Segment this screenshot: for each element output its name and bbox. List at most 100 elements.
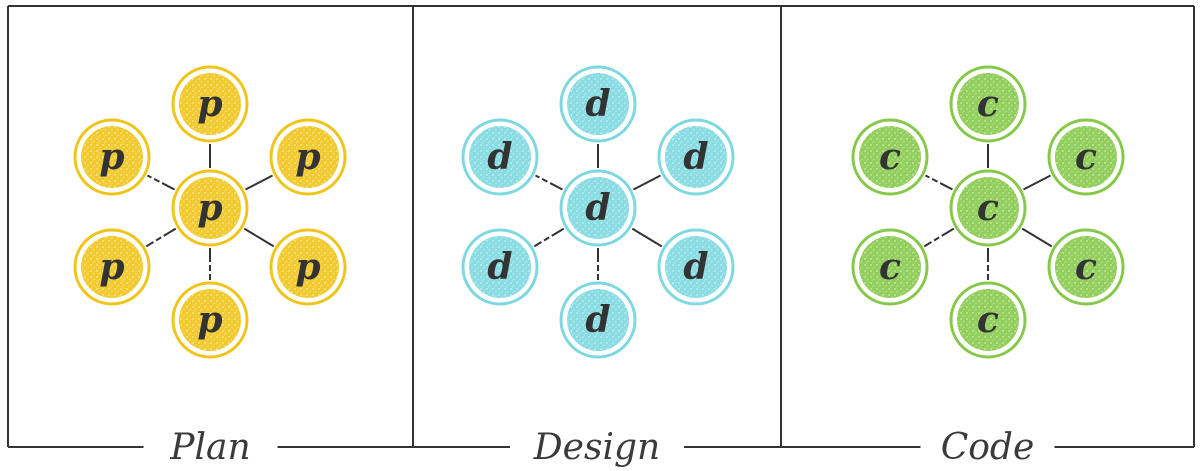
node-letter: p	[99, 136, 124, 178]
outer-node: c	[1047, 118, 1125, 196]
node-texture	[567, 177, 629, 239]
node-letter: d	[585, 187, 610, 229]
node-texture	[859, 236, 921, 298]
outer-node: p	[73, 118, 151, 196]
node-texture	[81, 126, 143, 188]
node-outer-ring	[171, 281, 249, 359]
node-letter: p	[295, 136, 320, 178]
panel-caption: Plan	[169, 427, 250, 468]
node-letter: d	[585, 83, 610, 125]
node-texture	[179, 177, 241, 239]
outer-node: c	[949, 281, 1027, 359]
node-texture	[469, 236, 531, 298]
node-texture	[567, 289, 629, 351]
connector-line	[633, 174, 661, 191]
node-outer-ring	[269, 118, 347, 196]
node-letter: c	[977, 187, 999, 229]
connector-line	[1021, 227, 1053, 248]
node-letter: p	[99, 246, 124, 288]
node-outer-ring	[73, 118, 151, 196]
outer-node: c	[1047, 228, 1125, 306]
node-letter: d	[585, 299, 610, 341]
node-outer-ring	[949, 281, 1027, 359]
outer-node: p	[269, 118, 347, 196]
node-texture	[859, 126, 921, 188]
node-texture	[179, 289, 241, 351]
node-outer-ring	[949, 65, 1027, 143]
node-texture	[665, 236, 727, 298]
outer-node: d	[657, 228, 735, 306]
node-outer-ring	[851, 228, 929, 306]
center-node: d	[559, 169, 637, 247]
node-letter: d	[683, 246, 708, 288]
node-texture	[469, 126, 531, 188]
node-outer-ring	[657, 118, 735, 196]
node-letter: c	[1075, 136, 1097, 178]
node-outer-ring	[559, 281, 637, 359]
node-letter: c	[977, 299, 999, 341]
node-outer-ring	[1047, 118, 1125, 196]
node-outer-ring	[171, 65, 249, 143]
node-letter: p	[197, 187, 222, 229]
node-letter: c	[1075, 246, 1097, 288]
connector-line	[925, 174, 953, 191]
node-texture	[665, 126, 727, 188]
node-texture	[179, 73, 241, 135]
node-letter: d	[487, 246, 512, 288]
connector-line	[147, 174, 175, 191]
connector-line	[535, 174, 563, 191]
connector-line	[145, 227, 177, 248]
center-node: c	[949, 169, 1027, 247]
node-letter: c	[977, 83, 999, 125]
outer-node: p	[171, 281, 249, 359]
outer-node: d	[461, 118, 539, 196]
node-outer-ring	[559, 65, 637, 143]
outer-node: p	[73, 228, 151, 306]
node-outer-ring	[657, 228, 735, 306]
center-node: p	[171, 169, 249, 247]
node-letter: p	[197, 83, 222, 125]
node-letter: d	[487, 136, 512, 178]
node-letter: p	[197, 299, 222, 341]
node-outer-ring	[1047, 228, 1125, 306]
node-texture	[957, 289, 1019, 351]
connector-line	[243, 227, 275, 248]
panel-frames	[7, 5, 1195, 447]
node-texture	[957, 177, 1019, 239]
node-outer-ring	[461, 118, 539, 196]
node-outer-ring	[73, 228, 151, 306]
node-texture	[1055, 126, 1117, 188]
outer-node: c	[851, 228, 929, 306]
outer-node: d	[559, 65, 637, 143]
outer-node: p	[171, 65, 249, 143]
node-outer-ring	[851, 118, 929, 196]
node-letter: c	[879, 136, 901, 178]
outer-node: c	[949, 65, 1027, 143]
connector-line	[533, 227, 565, 248]
outer-node: d	[461, 228, 539, 306]
node-texture	[567, 73, 629, 135]
node-outer-ring	[559, 169, 637, 247]
connector-line	[245, 174, 273, 191]
node-outer-ring	[461, 228, 539, 306]
outer-node: d	[657, 118, 735, 196]
connector-line	[631, 227, 663, 248]
outer-node: d	[559, 281, 637, 359]
node-texture	[957, 73, 1019, 135]
node-texture	[277, 236, 339, 298]
node-letter: p	[295, 246, 320, 288]
panel-caption: Code	[941, 427, 1035, 468]
node-outer-ring	[269, 228, 347, 306]
node-texture	[81, 236, 143, 298]
node-texture	[1055, 236, 1117, 298]
node-letter: d	[683, 136, 708, 178]
connector-line	[923, 227, 955, 248]
node-outer-ring	[171, 169, 249, 247]
outer-node: p	[269, 228, 347, 306]
node-outer-ring	[949, 169, 1027, 247]
